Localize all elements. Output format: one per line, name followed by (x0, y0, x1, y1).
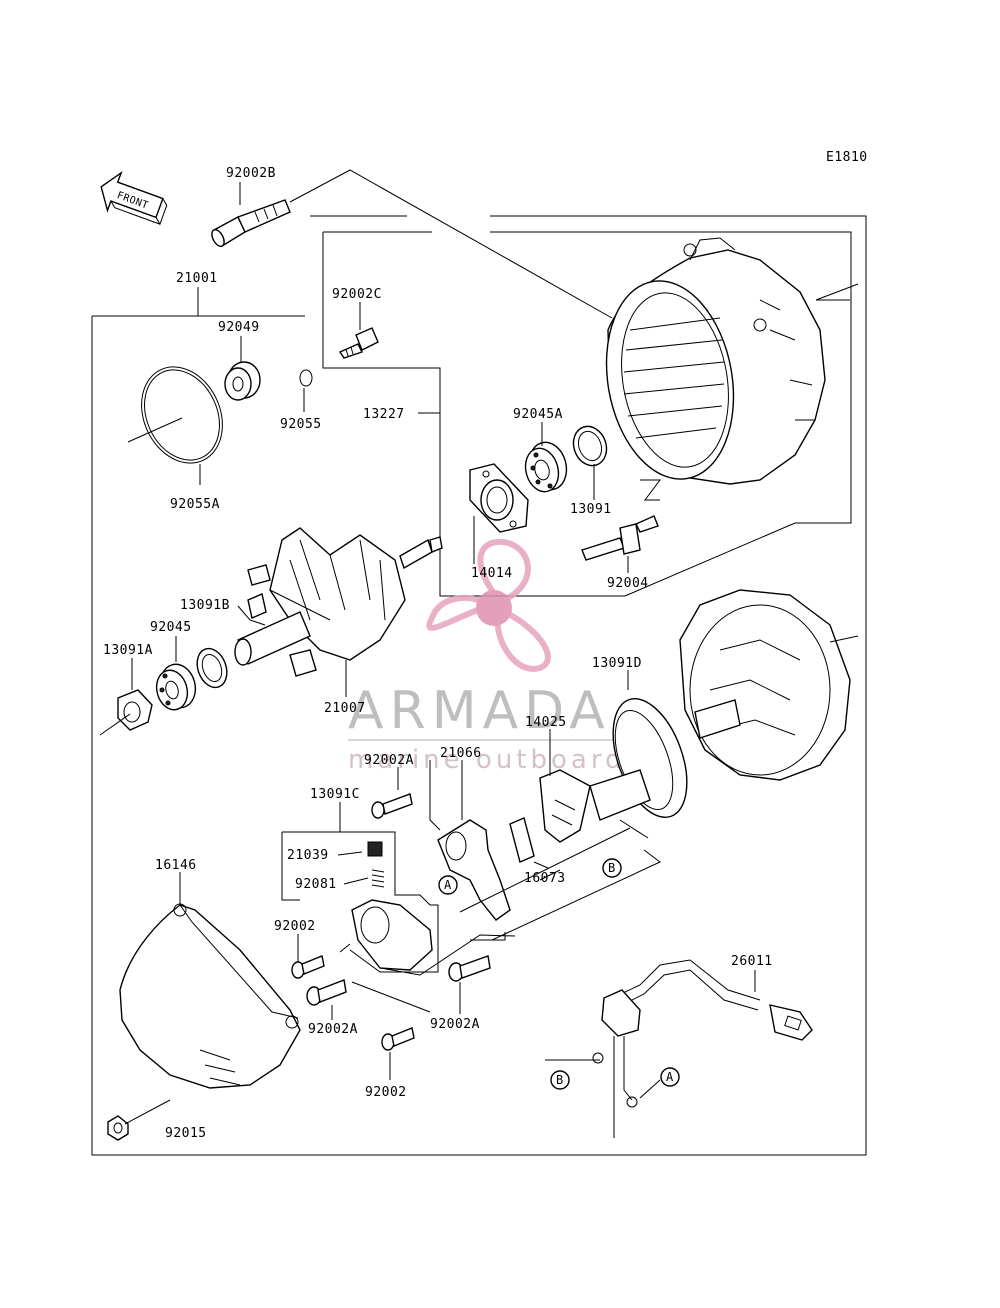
ref-marker-b-top: B (602, 858, 622, 878)
seal-13091b-icon (196, 647, 228, 689)
bearing-92049-icon (224, 361, 261, 401)
screw-92002-bottom-icon (381, 1027, 415, 1051)
part-labels: 92002B 21001 92002C 92049 92055 92055A 1… (103, 166, 773, 1141)
screw-92002a-top-icon (371, 793, 413, 819)
label-92002a-left: 92002A (308, 1022, 358, 1037)
seal-13091-icon (572, 425, 608, 467)
rear-housing-icon (605, 237, 859, 485)
label-92081: 92081 (295, 877, 337, 892)
label-92045a: 92045A (513, 407, 563, 422)
stud-92004-icon (581, 515, 659, 561)
label-13227: 13227 (363, 407, 405, 422)
oring-92055a-icon (127, 366, 223, 464)
screw-92002a-left-icon (306, 979, 347, 1006)
nut-13091a-icon (99, 689, 153, 736)
label-92004: 92004 (607, 576, 649, 591)
label-92002b: 92002B (226, 166, 276, 181)
watermark-subtitle: marine outboards (348, 745, 643, 775)
oring-92055-icon (299, 369, 313, 387)
screw-guide-lines (339, 943, 431, 1013)
label-13091: 13091 (570, 502, 612, 517)
bolt-92015-icon (107, 1099, 171, 1141)
clip-16073-icon (509, 817, 535, 863)
label-92045: 92045 (150, 620, 192, 635)
label-14014: 14014 (471, 566, 513, 581)
propeller-icon (426, 538, 551, 672)
bearing-92045-icon (155, 663, 197, 711)
ref-marker-b-bottom: B (550, 1070, 570, 1090)
label-21066: 21066 (440, 746, 482, 761)
bearing-plate-14014-icon (469, 463, 529, 533)
assembly-lines-2 (539, 819, 649, 881)
label-92002a-top: 92002A (364, 753, 414, 768)
leader-lines (131, 182, 756, 1080)
label-92002-left: 92002 (274, 919, 316, 934)
ref-marker-a-top: A (438, 875, 458, 895)
bolt-92002b-icon (211, 199, 291, 247)
rotor-21007-icon (234, 527, 443, 677)
label-92002c: 92002C (332, 287, 382, 302)
screw-92002-left-icon (291, 955, 325, 979)
label-13091d: 13091D (592, 656, 642, 671)
brush-holder-13091c-icon (281, 831, 439, 973)
label-92002a-right: 92002A (430, 1017, 480, 1032)
regulator-21066-icon (429, 760, 511, 921)
label-13091a: 13091A (103, 643, 153, 658)
bolt-92002c-icon (338, 327, 379, 359)
diagram-id: E1810 (826, 150, 868, 165)
svg-text:B: B (608, 861, 615, 875)
cover-16146-icon (119, 903, 301, 1089)
armada-logo: ARMADA marine outboards (348, 538, 643, 775)
brush-holder-14025-icon (539, 769, 651, 843)
label-21039: 21039 (287, 848, 329, 863)
label-92015: 92015 (165, 1126, 207, 1141)
spring-92081-icon (371, 869, 385, 888)
svg-text:A: A (666, 1070, 674, 1084)
bearing-92045a-icon (524, 441, 568, 493)
label-92049: 92049 (218, 320, 260, 335)
leader-13091 (640, 479, 661, 501)
label-13091b: 13091B (180, 598, 230, 613)
lead-wire-26011-icon (545, 959, 813, 1138)
label-92055: 92055 (280, 417, 322, 432)
svg-text:B: B (556, 1073, 563, 1087)
brush-21039-icon (367, 841, 383, 857)
label-16073: 16073 (524, 871, 566, 886)
label-21007: 21007 (324, 701, 366, 716)
label-21001: 21001 (176, 271, 218, 286)
label-92002-bottom: 92002 (365, 1085, 407, 1100)
label-92055a: 92055A (170, 497, 220, 512)
label-14025: 14025 (525, 715, 567, 730)
watermark-title: ARMADA (348, 681, 611, 741)
label-16146: 16146 (155, 858, 197, 873)
label-26011: 26011 (731, 954, 773, 969)
label-13091c: 13091C (310, 787, 360, 802)
ref-marker-a-bottom: A (660, 1067, 680, 1087)
svg-text:A: A (444, 878, 452, 892)
stator-housing-icon (679, 589, 859, 781)
screw-92002a-right-icon (448, 955, 491, 982)
assembly-lines (379, 827, 661, 976)
front-arrow-icon: FRONT (100, 170, 168, 226)
